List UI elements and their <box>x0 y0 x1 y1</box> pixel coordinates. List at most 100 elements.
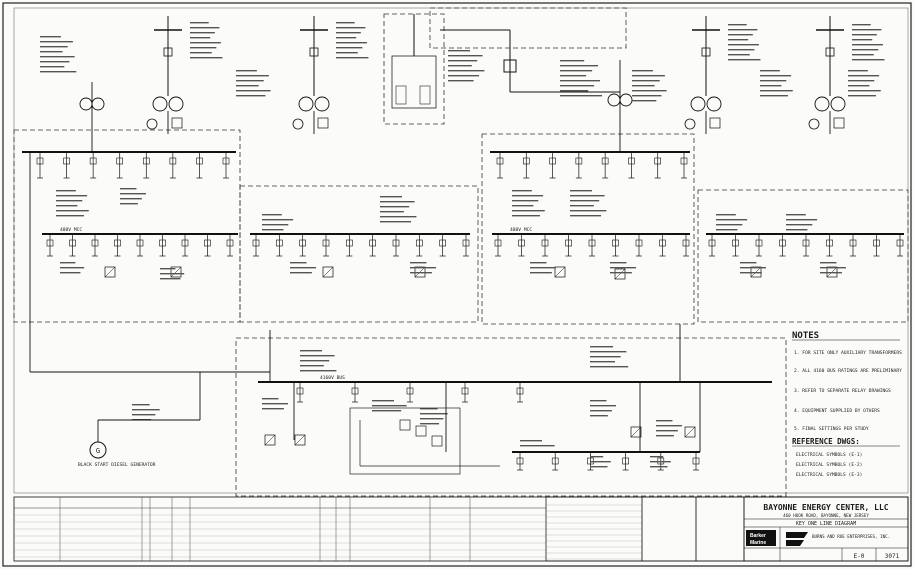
fine-print-line <box>380 206 410 208</box>
feeder-breaker <box>36 157 44 165</box>
fine-print-line <box>300 360 330 362</box>
feeder-breaker <box>462 239 470 247</box>
switchgear-enclosure-right <box>697 189 909 323</box>
generator-symbol <box>89 441 107 459</box>
feeder-breaker <box>276 239 283 247</box>
feeder-breaker <box>346 239 353 247</box>
aux-control-outline <box>349 407 461 475</box>
fine-print-line <box>120 188 137 190</box>
drawing-number: E-0 <box>854 553 865 560</box>
fine-print-line <box>848 85 870 87</box>
fine-print-line <box>716 229 738 231</box>
charger-diagonal <box>322 266 334 278</box>
gen-breaker <box>701 47 711 57</box>
charger-diagonal <box>554 266 566 278</box>
feeder-breaker <box>89 157 97 165</box>
generator-g-glyph: G <box>96 447 100 455</box>
fine-print-line <box>590 366 629 368</box>
transformer-winding <box>79 97 93 111</box>
fine-print-line <box>656 435 674 437</box>
gen-transformer-group <box>684 16 722 134</box>
fine-print-line <box>290 262 307 264</box>
fine-print-line <box>560 65 599 67</box>
fine-print-line <box>632 70 653 72</box>
fine-print-line <box>848 80 875 82</box>
feeder-breaker <box>588 239 596 247</box>
fine-print-line <box>656 420 673 422</box>
fine-print-line <box>852 49 879 51</box>
fine-print-line <box>60 262 76 264</box>
fine-print-line <box>852 24 871 26</box>
gis-enclosure <box>383 13 445 125</box>
fine-print-line <box>852 29 882 31</box>
fine-print-line <box>56 215 84 217</box>
note-item: 5. FINAL SETTINGS PER STUDY <box>794 426 869 432</box>
feeder-breaker <box>439 239 446 247</box>
fine-print-line <box>760 95 788 97</box>
utility-enclosure <box>429 7 627 49</box>
fine-print-line <box>852 44 883 46</box>
note-item: 2. ALL 4160 BUS RATINGS ARE PRELIMINARY <box>794 368 902 374</box>
feeder-breaker <box>518 239 525 247</box>
feeder-breaker <box>755 239 763 247</box>
gen-transformer-group <box>292 16 330 134</box>
fine-print-line <box>786 219 818 221</box>
fine-print-line <box>380 211 404 213</box>
black-start-generator: G <box>89 441 107 459</box>
fine-print-line <box>190 27 220 29</box>
feeder-breaker <box>622 457 629 465</box>
feeder-breaker <box>69 239 76 247</box>
fine-print-line <box>760 75 792 77</box>
fine-print-line <box>56 190 76 192</box>
tie-lines <box>29 60 701 452</box>
fine-print-line <box>410 267 436 269</box>
fine-print-line <box>336 37 357 39</box>
fine-print-line <box>716 224 743 226</box>
fine-print-line <box>300 365 324 367</box>
fine-print-line <box>420 418 444 420</box>
feeder-breaker <box>114 239 121 247</box>
feeder-breaker <box>252 239 260 247</box>
charger-diagonal <box>630 426 642 438</box>
feeder-breaker <box>516 387 524 395</box>
feeder-breaker <box>826 239 833 247</box>
fine-print-line <box>760 85 782 87</box>
fine-print-line <box>190 22 209 24</box>
fine-print-line <box>560 70 593 72</box>
feeder-breaker <box>654 157 662 165</box>
utility-breaker <box>503 59 517 73</box>
fine-print-line <box>410 262 427 264</box>
feeder-breaker <box>779 239 786 247</box>
fine-print-line <box>728 49 755 51</box>
transformer-winding <box>619 93 633 107</box>
fine-print-line <box>786 229 808 231</box>
fine-print-line <box>448 70 485 72</box>
ct-symbol <box>684 118 696 130</box>
transformer-winding <box>314 96 330 112</box>
firm-name: BURNS AND ROE ENTERPRISES, INC. <box>812 534 890 539</box>
fine-print-line <box>448 50 470 52</box>
fine-print-line <box>60 267 85 269</box>
feeder-breaker <box>628 157 635 165</box>
reference-item: ELECTRICAL SYMBOLS (E-1) <box>796 452 862 458</box>
feeder-breaker <box>46 239 54 247</box>
feeder-breaker <box>682 239 690 247</box>
fine-print-line <box>852 39 873 41</box>
fine-print-line <box>560 75 587 77</box>
fine-print-line <box>40 61 70 63</box>
feeder-breaker <box>461 387 469 395</box>
fine-print-line <box>132 404 150 406</box>
fine-print-line <box>590 356 621 358</box>
note-item: 4. EQUIPMENT SUPPLIED BY OTHERS <box>794 408 880 414</box>
feeder-breaker <box>849 239 857 247</box>
fine-print-line <box>740 262 757 264</box>
fine-print-line <box>380 221 411 223</box>
fine-print-line <box>512 190 532 192</box>
charger-diagonal <box>614 268 626 280</box>
feeder-breaker <box>299 239 306 247</box>
meter-box <box>171 117 183 129</box>
fine-print-line <box>300 350 322 352</box>
fine-print-line <box>56 195 88 197</box>
fine-print-line <box>632 90 667 92</box>
